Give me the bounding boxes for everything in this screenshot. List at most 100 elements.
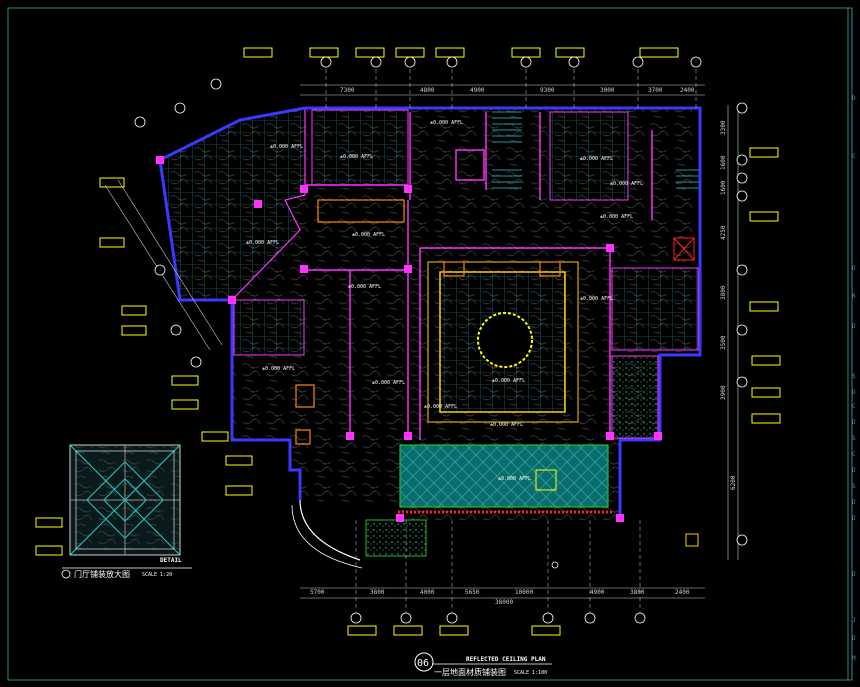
title-strip-letter: D [852, 571, 856, 578]
main-title: REFLECTED CEILING PLAN [466, 656, 546, 663]
garden-green-patch [365, 519, 427, 557]
area-label: ±0.000 AFFL [270, 144, 303, 150]
bottom-dimension-labels: 5700 3800 4000 5650 10000 4900 3800 2400… [310, 589, 690, 606]
bottom-dim-6: 3800 [630, 589, 645, 596]
bottom-dim-5: 4900 [590, 589, 605, 596]
title-strip-letter: M [852, 655, 856, 662]
top-dim-1: 4800 [420, 87, 435, 94]
right-dim-0: 3300 [720, 120, 727, 135]
floor-plan [104, 62, 739, 618]
title-strip-letter: D [852, 419, 856, 426]
area-label: ±0.000 AFFL [600, 214, 633, 220]
top-dim-2: 4900 [470, 87, 485, 94]
main-title-block: 06 REFLECTED CEILING PLAN 一层地面材质铺装图 SCAL… [414, 652, 552, 677]
title-strip-letter: D [852, 515, 856, 522]
lift-shaft [455, 149, 485, 181]
title-strip-letter: D [852, 265, 856, 272]
title-strip-letter: D [852, 635, 856, 642]
garden-room-dots [611, 355, 659, 439]
right-room-grid [611, 267, 699, 351]
top-dim-6: 2400 [680, 87, 695, 94]
sheet-frame [7, 7, 853, 681]
curved-lobby-wall [299, 499, 361, 561]
right-dim-5: 3500 [720, 335, 727, 350]
main-floor-stone [160, 108, 700, 520]
title-strip-letter: S [852, 483, 856, 490]
exterior-wall [305, 106, 702, 520]
top-dimension-labels: 7300 4800 4900 9300 3000 3700 2400 [340, 87, 695, 94]
stair-lines [492, 111, 700, 189]
grid-leaders [325, 62, 697, 618]
entrance-hall-teal [399, 444, 609, 508]
bottom-dim-total: 38000 [495, 599, 513, 606]
bottom-dim-1: 3800 [370, 589, 385, 596]
central-dome-circle [477, 312, 533, 368]
area-label: ±0.000 AFFL [246, 240, 279, 246]
title-strip: D C D R D S D C D S C D S D D D J D M [852, 95, 856, 662]
area-label: ±0.000 AFFL [430, 120, 463, 126]
entrance-hall-inner [535, 469, 557, 491]
detail-enlargement: DETAIL 门厅铺装放大图 SCALE 1:20 [61, 444, 192, 579]
bottom-dim-4: 10000 [515, 589, 533, 596]
right-dimension-labels: 3300 1600 1600 4250 3800 3500 3900 6200 [720, 120, 737, 490]
area-label: ±0.000 AFFL [262, 366, 295, 372]
area-label: ±0.000 AFFL [498, 476, 531, 482]
title-strip-letter: S [852, 435, 856, 442]
title-strip-letter: R [852, 293, 856, 300]
restroom-block [311, 109, 409, 186]
title-strip-letter: D [852, 467, 856, 474]
title-strip-letter: D [852, 389, 856, 396]
right-dim-6: 3900 [720, 385, 727, 400]
area-label: ±0.000 AFFL [490, 422, 523, 428]
detail-stone-fill [70, 445, 180, 555]
area-label: ±0.000 AFFL [352, 232, 385, 238]
bottom-dim-7: 2400 [675, 589, 690, 596]
area-label: ±0.000 AFFL [424, 404, 457, 410]
title-strip-letter: D [852, 499, 856, 506]
area-label: ±0.000 AFFL [580, 296, 613, 302]
top-dim-5: 3700 [648, 87, 663, 94]
detail-tag: DETAIL [160, 557, 182, 564]
sheet-number: 06 [417, 658, 429, 669]
area-label: ±0.000 AFFL [348, 284, 381, 290]
grid-axis-bubbles [134, 56, 748, 624]
detail-title: 门厅铺装放大图 [74, 569, 130, 579]
curved-lobby-wall-outer [291, 504, 363, 569]
area-level-labels: ±0.000 AFFL ±0.000 AFFL ±0.000 AFFL ±0.0… [246, 120, 643, 482]
central-atrium-border [427, 261, 579, 423]
sheet-number-bubble [414, 652, 434, 672]
top-right-room-grid [549, 111, 629, 201]
main-subtitle: 一层地面材质铺装图 [434, 667, 506, 677]
right-dim-3: 4250 [720, 225, 727, 240]
area-label: ±0.000 AFFL [372, 380, 405, 386]
area-label: ±0.000 AFFL [492, 378, 525, 384]
title-strip-letter: D [852, 323, 856, 330]
main-scale: SCALE 1:100 [514, 670, 547, 676]
area-label: ±0.000 AFFL [610, 181, 643, 187]
detail-title-bubble [61, 569, 71, 579]
top-dim-4: 3000 [600, 87, 615, 94]
section-marker [551, 561, 559, 569]
title-strip-letter: C [852, 451, 856, 458]
right-dim-2: 1600 [720, 180, 727, 195]
bottom-dim-0: 5700 [310, 589, 325, 596]
exterior-wall-left [158, 106, 306, 500]
right-dim-1: 1600 [720, 155, 727, 170]
lower-left-room-grid [233, 299, 305, 356]
area-label: ±0.000 AFFL [580, 156, 613, 162]
furniture-blocks [295, 199, 561, 445]
callout-tags [35, 47, 781, 636]
right-dim-4: 3800 [720, 285, 727, 300]
lift-cross [673, 237, 695, 261]
title-strip-letter: S [852, 373, 856, 380]
title-strip-letter: C [852, 403, 856, 410]
top-dim-0: 7300 [340, 87, 355, 94]
structural-columns [156, 156, 662, 522]
bottom-dim-3: 5650 [465, 589, 480, 596]
north-marker-box [685, 533, 699, 547]
title-strip-letter: D [852, 95, 856, 102]
detail-scale: SCALE 1:20 [142, 572, 172, 578]
title-strip-letter: C [852, 153, 856, 160]
area-label: ±0.000 AFFL [340, 154, 373, 160]
